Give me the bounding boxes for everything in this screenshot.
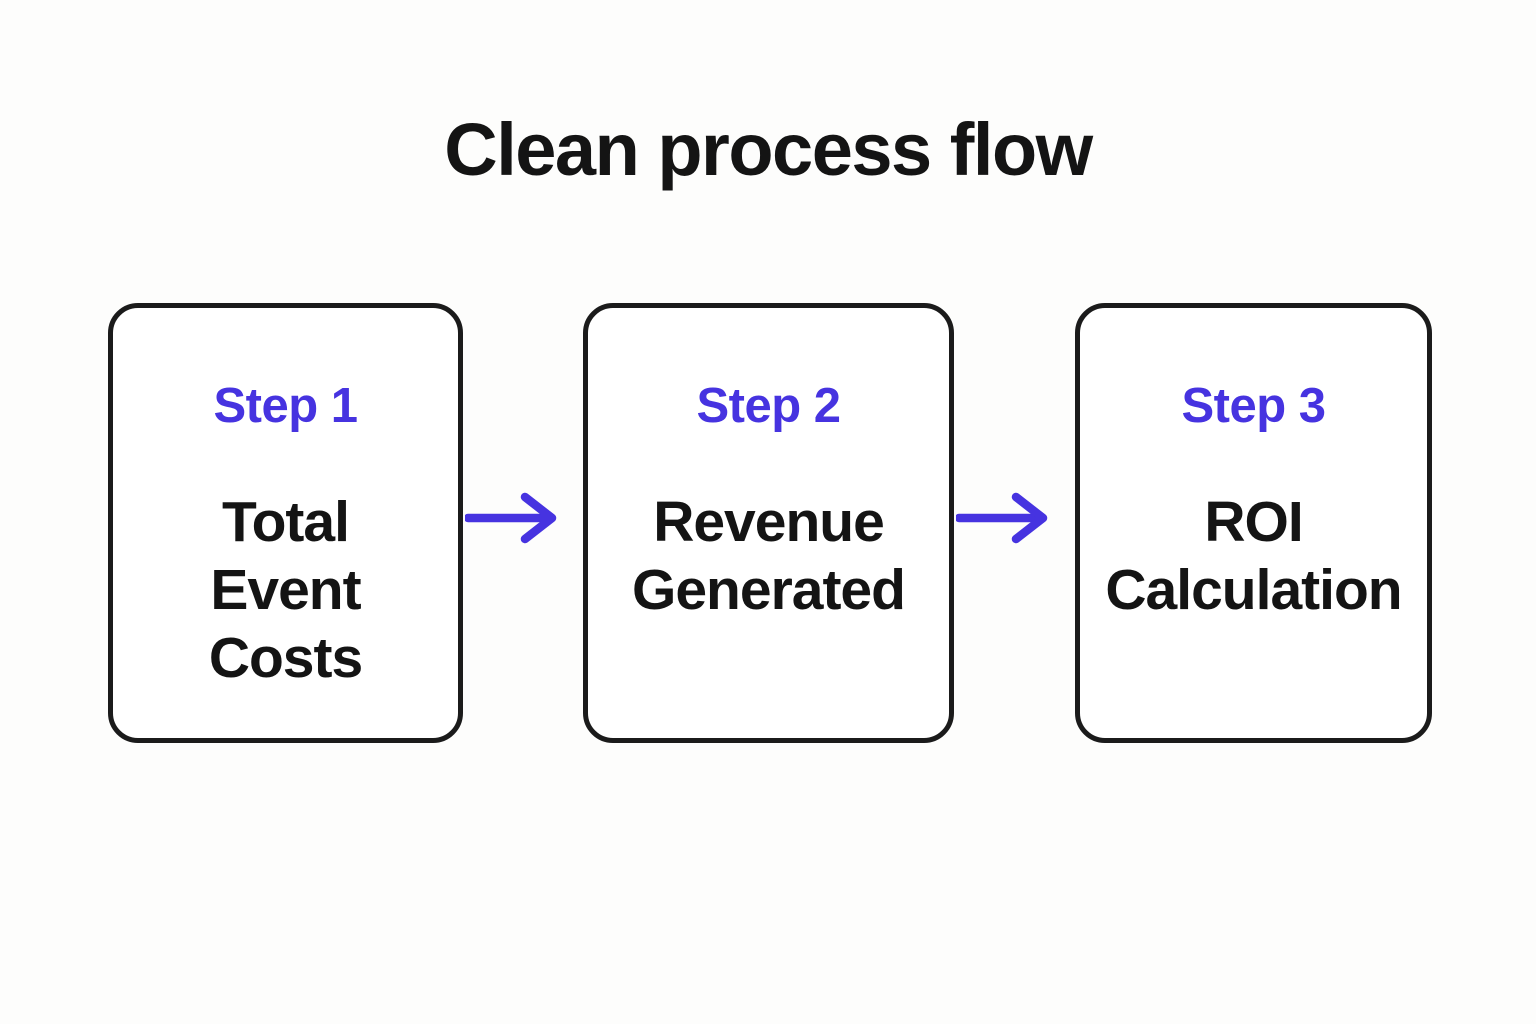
- step-box-2: Step 2 Revenue Generated: [583, 303, 954, 743]
- step-box-1: Step 1 Total Event Costs: [108, 303, 463, 743]
- flow-arrow-icon: [956, 492, 1048, 544]
- step-2-title: Revenue Generated: [632, 490, 906, 622]
- step-3-title: ROI Calculation: [1105, 490, 1402, 622]
- diagram-title: Clean process flow: [444, 108, 1093, 191]
- flow-arrow-icon: [465, 492, 557, 544]
- step-box-3: Step 3 ROI Calculation: [1075, 303, 1432, 743]
- step-1-label: Step 1: [213, 379, 358, 433]
- step-1-title: Total Event Costs: [208, 490, 363, 690]
- step-3-label: Step 3: [1181, 379, 1326, 433]
- step-2-label: Step 2: [696, 379, 841, 433]
